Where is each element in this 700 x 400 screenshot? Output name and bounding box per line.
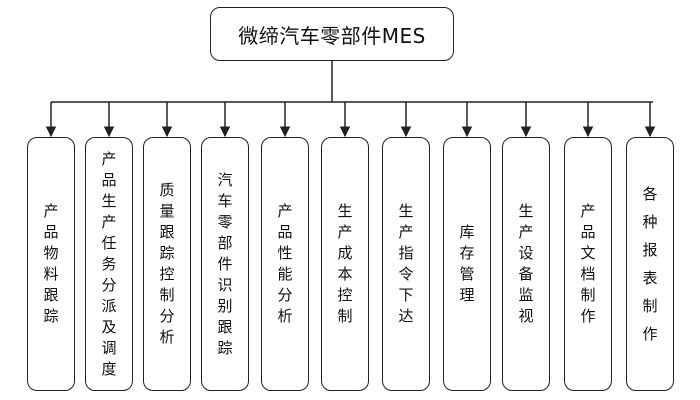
child-arrow-group [45,102,656,138]
module-label: 库存管理 [459,223,475,304]
module-label: 生产指令下达 [398,202,414,325]
root-node: 微缔汽车零部件MES [210,7,454,61]
module-node-product-material-tracking: 产品物料跟踪 [27,137,75,391]
module-node-performance-analysis: 产品性能分析 [261,137,309,391]
module-label: 产品性能分析 [277,202,293,325]
module-label: 产品文档制作 [580,202,596,325]
module-node-equipment-monitoring: 生产设备监视 [502,137,550,391]
module-node-report-generation: 各种报表制作 [626,137,674,391]
module-node-product-documents: 产品文档制作 [564,137,612,391]
module-node-inventory: 库存管理 [443,137,491,391]
module-node-production-orders: 生产指令下达 [382,137,430,391]
module-node-quality-tracking: 质量跟踪控制分析 [143,137,191,391]
root-node-label: 微缔汽车零部件MES [238,23,426,48]
module-label: 产品生产任务分派及调度 [101,149,117,378]
module-node-task-dispatch: 产品生产任务分派及调度 [85,137,133,391]
module-label: 质量跟踪控制分析 [159,181,175,346]
module-label: 生产成本控制 [337,202,353,325]
module-label: 生产设备监视 [518,202,534,325]
module-node-cost-control: 生产成本控制 [321,137,369,391]
module-label: 汽车零部件识别跟踪 [217,170,233,357]
module-label: 产品物料跟踪 [43,202,59,325]
module-node-part-identification: 汽车零部件识别跟踪 [201,137,249,391]
module-label: 各种报表制作 [642,185,658,343]
